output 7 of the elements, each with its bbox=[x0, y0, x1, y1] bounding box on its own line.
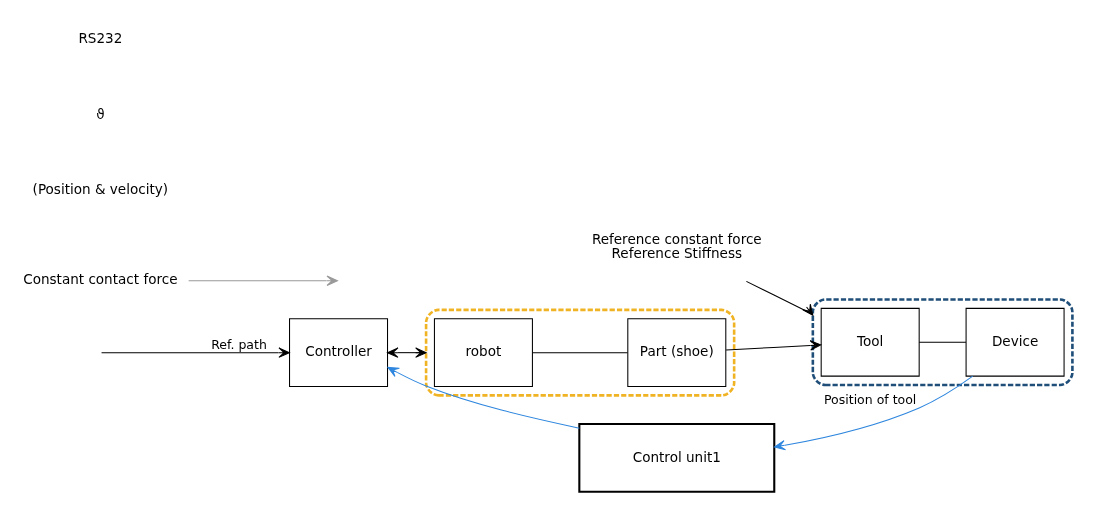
node-text: Reference constant force Reference Stiffness bbox=[591, 230, 762, 262]
edge-label: Ref. path bbox=[211, 337, 267, 353]
label: (Position & velocity) bbox=[32, 180, 169, 197]
label: ϑ bbox=[96, 105, 105, 122]
node-text: Constant contact force bbox=[23, 271, 178, 288]
label: RS232 bbox=[78, 30, 123, 47]
edge-label: Position of tool bbox=[824, 392, 917, 408]
